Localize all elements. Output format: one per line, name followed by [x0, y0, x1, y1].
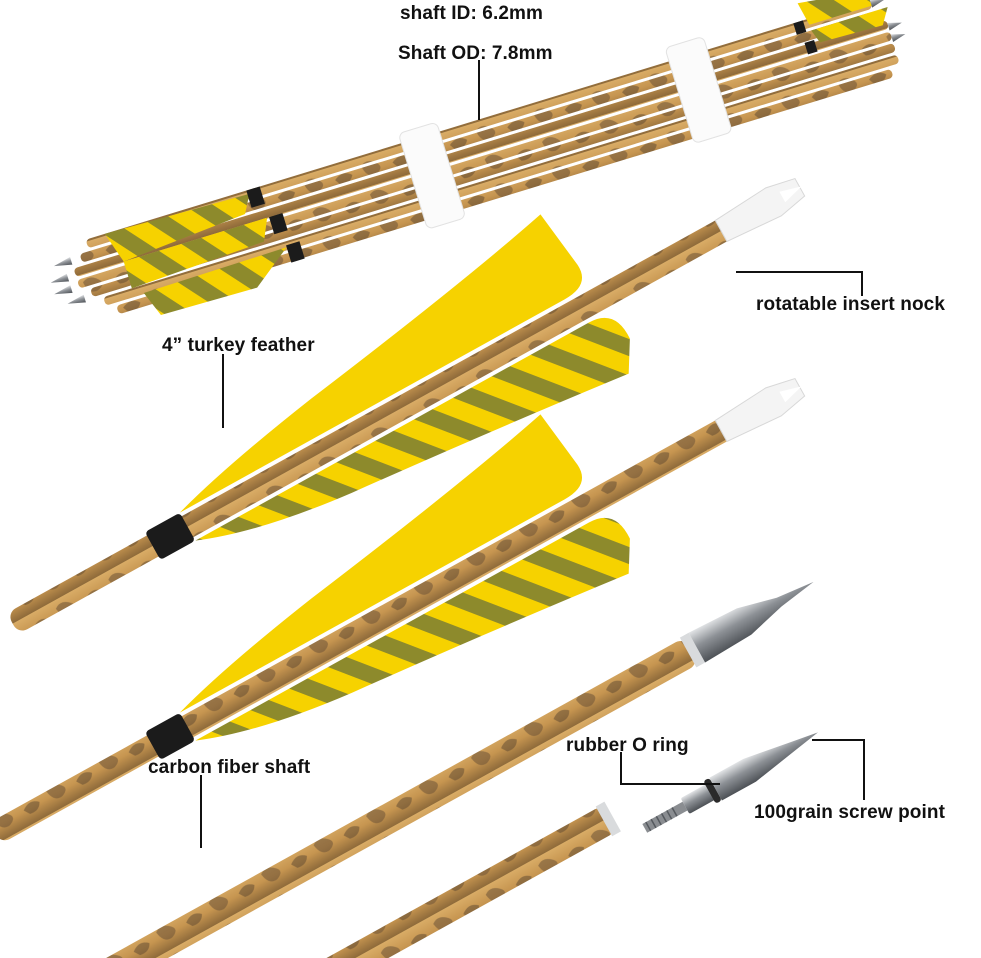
- arrow-fletched-1: [10, 177, 806, 631]
- nock-label: rotatable insert nock: [756, 294, 945, 315]
- screw-point: [642, 732, 818, 833]
- screw-point-label: 100grain screw point: [754, 802, 946, 823]
- arrow-bundle: [50, 0, 906, 315]
- feather-label: 4” turkey feather: [162, 335, 315, 356]
- shaft-with-point: [0, 581, 814, 958]
- shaft-label: carbon fiber shaft: [148, 757, 311, 778]
- leader-nock: [736, 271, 863, 296]
- shaft-od-label: Shaft OD: 7.8mm: [398, 43, 553, 64]
- leader-lines: [200, 60, 865, 848]
- leader-point: [812, 739, 865, 800]
- shaft-id-label: shaft ID: 6.2mm: [400, 3, 543, 24]
- shaft-end: [202, 801, 621, 958]
- o-ring-label: rubber O ring: [566, 735, 689, 756]
- leader-o-ring: [620, 752, 720, 785]
- arrow-fletched-2: [0, 377, 806, 841]
